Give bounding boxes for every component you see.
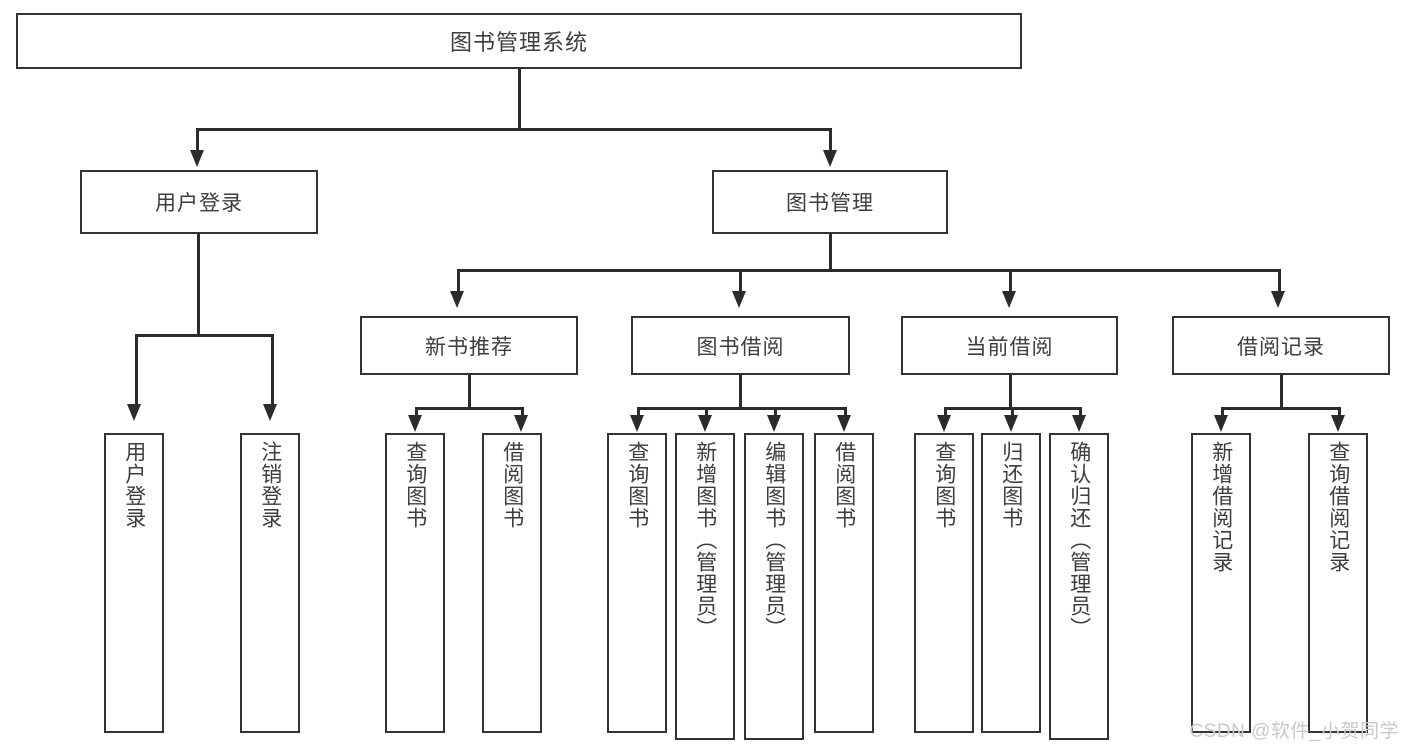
arrow-to-borrow-book-1 <box>514 415 528 432</box>
node-label: 用户登录 <box>122 441 146 529</box>
leaf-borrow-book-borrow[interactable]: 借阅图书 <box>814 433 874 733</box>
leaf-add-borrow-record[interactable]: 新增借阅记录 <box>1191 433 1251 733</box>
leaf-edit-book-admin[interactable]: 编辑图书（管理员） <box>744 433 804 740</box>
connector-user-login-bar <box>136 334 273 337</box>
node-book-management[interactable]: 图书管理 <box>712 170 948 234</box>
arrow-to-add-record <box>1214 415 1228 432</box>
node-label: 确认归还（管理员） <box>1067 441 1091 639</box>
connector-bm-to-current-borrow <box>1009 269 1012 293</box>
connector-br-bar <box>1222 407 1340 410</box>
connector-nbr-stem <box>468 375 471 409</box>
node-book-borrow[interactable]: 图书借阅 <box>631 316 850 375</box>
arrow-to-borrow-record <box>1271 291 1285 308</box>
connector-nbr-to-leaf2 <box>521 407 524 419</box>
arrow-to-book-borrow <box>732 291 746 308</box>
connector-cb-to-leaf1 <box>944 407 947 419</box>
arrow-to-current-borrow <box>1002 291 1016 308</box>
node-label: 借阅图书 <box>500 441 524 529</box>
node-label: 图书管理系统 <box>449 30 588 55</box>
node-user-login[interactable]: 用户登录 <box>80 170 318 234</box>
node-label: 借阅图书 <box>832 441 856 529</box>
node-label: 归还图书 <box>999 441 1023 529</box>
node-label: 编辑图书（管理员） <box>762 441 786 639</box>
connector-root-to-user-login <box>196 128 199 154</box>
node-label: 图书管理 <box>786 192 874 215</box>
connector-bb-bar <box>638 407 845 410</box>
node-label: 新增借阅记录 <box>1209 441 1233 573</box>
arrow-to-query-book-3 <box>937 415 951 432</box>
node-label: 新书推荐 <box>425 335 513 359</box>
node-root-book-management-system[interactable]: 图书管理系统 <box>16 13 1022 69</box>
connector-nbr-bar <box>416 407 522 410</box>
connector-br-to-leaf2 <box>1338 407 1341 419</box>
leaf-user-login[interactable]: 用户登录 <box>104 433 164 733</box>
connector-cb-stem <box>1009 375 1012 409</box>
leaf-query-book-current[interactable]: 查询图书 <box>914 433 974 733</box>
node-label: 注销登录 <box>258 441 282 529</box>
node-label: 新增图书（管理员） <box>693 441 717 639</box>
connector-bb-to-leaf1 <box>637 407 640 419</box>
connector-bm-to-borrow-record <box>1278 269 1281 293</box>
arrow-to-query-book-2 <box>630 415 644 432</box>
connector-root-bar <box>197 128 831 131</box>
leaf-query-book-new-rec[interactable]: 查询图书 <box>385 433 445 733</box>
node-borrow-record[interactable]: 借阅记录 <box>1172 316 1390 375</box>
leaf-query-book-borrow[interactable]: 查询图书 <box>607 433 667 733</box>
node-label: 用户登录 <box>155 192 243 215</box>
connector-br-to-leaf1 <box>1221 407 1224 419</box>
connector-root-stem <box>518 69 521 129</box>
arrow-to-leaf-logout <box>263 404 277 421</box>
connector-nbr-to-leaf1 <box>415 407 418 419</box>
arrow-to-add-book <box>698 415 712 432</box>
leaf-borrow-book-new-rec[interactable]: 借阅图书 <box>482 433 542 733</box>
arrow-to-edit-book <box>767 415 781 432</box>
connector-bm-to-book-borrow <box>739 269 742 293</box>
arrow-to-confirm-return <box>1072 415 1086 432</box>
csdn-watermark: CSDN @软件_小贺同学 <box>1189 721 1399 742</box>
leaf-add-book-admin[interactable]: 新增图书（管理员） <box>675 433 735 740</box>
node-label: 查询借阅记录 <box>1326 441 1350 573</box>
node-label: 图书借阅 <box>696 335 785 359</box>
connector-user-login-to-leaf2 <box>271 334 274 406</box>
connector-bm-to-new-book <box>457 269 460 293</box>
node-current-borrow[interactable]: 当前借阅 <box>901 316 1118 375</box>
leaf-confirm-return-admin[interactable]: 确认归还（管理员） <box>1049 433 1109 740</box>
node-label: 查询图书 <box>932 441 956 529</box>
connector-bb-to-leaf3 <box>774 407 777 419</box>
leaf-return-book[interactable]: 归还图书 <box>981 433 1041 733</box>
connector-bb-to-leaf4 <box>844 407 847 419</box>
connector-root-to-book-manage <box>829 128 832 154</box>
node-label: 查询图书 <box>625 441 649 529</box>
node-label: 借阅记录 <box>1237 335 1325 359</box>
node-new-book-recommend[interactable]: 新书推荐 <box>360 316 578 375</box>
node-label: 查询图书 <box>403 441 427 529</box>
arrow-to-new-book-rec <box>450 291 464 308</box>
arrow-to-borrow-book-2 <box>837 415 851 432</box>
arrow-to-leaf-user-login <box>127 404 141 421</box>
arrow-to-return-book <box>1004 415 1018 432</box>
arrow-to-user-login <box>190 150 204 167</box>
connector-user-login-to-leaf1 <box>135 334 138 406</box>
connector-book-manage-bar <box>458 269 1280 272</box>
connector-bb-to-leaf2 <box>705 407 708 419</box>
node-label: 当前借阅 <box>965 335 1054 359</box>
arrow-to-query-book-1 <box>408 415 422 432</box>
connector-cb-to-leaf3 <box>1079 407 1082 419</box>
leaf-query-borrow-record[interactable]: 查询借阅记录 <box>1308 433 1368 733</box>
connector-br-stem <box>1280 375 1283 409</box>
connector-user-login-stem <box>197 234 200 336</box>
arrow-to-book-manage <box>823 150 837 167</box>
connector-cb-to-leaf2 <box>1011 407 1014 419</box>
connector-bb-stem <box>739 375 742 409</box>
arrow-to-query-record <box>1331 415 1345 432</box>
connector-book-manage-stem <box>829 234 832 272</box>
leaf-logout[interactable]: 注销登录 <box>240 433 300 733</box>
